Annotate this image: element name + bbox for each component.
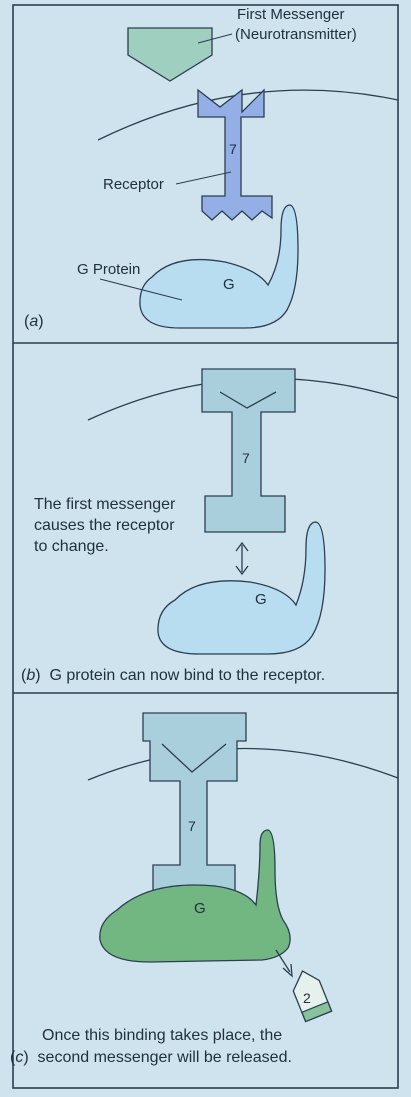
first-messenger-label: First Messenger [237, 6, 345, 23]
panel-letter-c: c [15, 1049, 24, 1066]
bound-messenger-notch-b [219, 391, 277, 409]
g-protein-bound-shape [99, 829, 291, 963]
first-messenger-shape [127, 27, 213, 82]
receptor-shape-b [201, 368, 296, 533]
g-protein-label: G Protein [77, 261, 141, 278]
release-arrow [275, 949, 293, 978]
outer-frame [12, 4, 399, 1089]
membrane-arc-a [97, 89, 399, 141]
g-letter-a: G [223, 276, 235, 293]
panel-b [87, 368, 399, 655]
receptor-label: Receptor [103, 176, 164, 193]
note-line-1: The first messenger [34, 496, 176, 513]
panel-label-a: (a) [24, 313, 44, 330]
g-protein-leader [99, 278, 183, 301]
g-protein-shape-a [139, 204, 299, 329]
first-messenger-sublabel: (Neurotransmitter) [235, 26, 357, 43]
note-line-3: to change. [34, 538, 109, 555]
panel-letter-a: a [29, 313, 39, 330]
receptor-shape-c [142, 712, 247, 899]
panel-c [87, 712, 399, 1023]
first-messenger-leader [197, 33, 233, 44]
g-letter-b: G [255, 591, 267, 608]
g-protein-shape-b [157, 521, 326, 655]
second-messenger-number: 2 [303, 990, 311, 1006]
bound-messenger-notch-c [161, 743, 227, 773]
g-letter-c: G [194, 900, 206, 917]
panel-letter-b: b [26, 667, 36, 684]
panel-caption-b: (b) G protein can now bind to the recept… [21, 667, 326, 684]
receptor-number-a: 7 [229, 141, 237, 157]
caption-c-line-2: second messenger will be released. [37, 1049, 292, 1066]
caption-c-line-1: Once this binding takes place, the [42, 1027, 283, 1044]
receptor-number-c: 7 [188, 818, 196, 834]
panel-a [97, 27, 399, 329]
membrane-arc-c [87, 747, 399, 781]
second-messenger-shape [292, 970, 333, 1023]
double-arrow [235, 541, 249, 576]
panel-caption-c: (c) second messenger will be released. [10, 1049, 292, 1066]
note-line-2: causes the receptor [34, 517, 175, 534]
receptor-shape-a [197, 88, 273, 221]
receptor-number-b: 7 [242, 450, 250, 466]
caption-b-text: G protein can now bind to the receptor. [49, 667, 326, 684]
receptor-leader [175, 171, 232, 185]
